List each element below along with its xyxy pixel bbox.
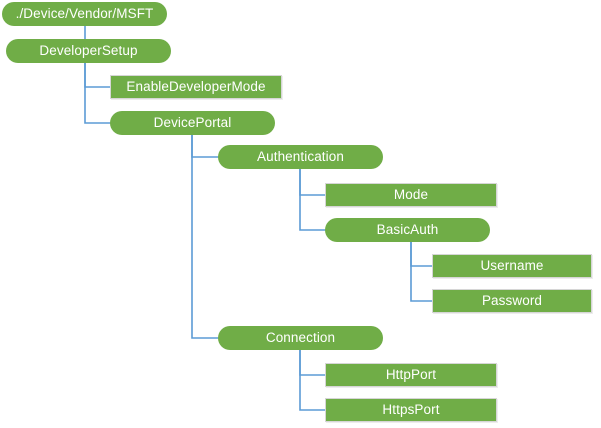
tree-node-label: HttpPort [385, 367, 437, 383]
connector-deviceportal-to-connection [191, 134, 226, 339]
tree-node-label: DevicePortal [153, 115, 232, 131]
connector-developersetup-trunk [84, 62, 111, 88]
tree-node-httpsport[interactable]: HttpsPort [325, 398, 497, 422]
tree-node-label: BasicAuth [376, 222, 439, 238]
connector-authentication-to-mode [299, 168, 326, 196]
tree-node-enabledevelopermode[interactable]: EnableDeveloperMode [110, 75, 282, 99]
tree-node-label: Connection [265, 330, 336, 346]
connector-basicauth-to-password [410, 241, 433, 302]
tree-node-basicauth[interactable]: BasicAuth [325, 218, 490, 242]
tree-node-password[interactable]: Password [432, 289, 592, 313]
tree-node-username[interactable]: Username [432, 254, 592, 278]
tree-node-mode[interactable]: Mode [325, 183, 497, 207]
connector-connection-to-httpport [299, 349, 326, 376]
tree-node-connection[interactable]: Connection [218, 326, 383, 350]
tree-node-authentication[interactable]: Authentication [218, 145, 383, 169]
tree-node-label: EnableDeveloperMode [126, 79, 266, 95]
tree-node-label: Username [480, 258, 544, 274]
connector-connection-to-httpsport [299, 349, 326, 411]
tree-node-label: ./Device/Vendor/MSFT [15, 6, 154, 22]
tree-node-label: Password [481, 293, 543, 309]
tree-node-deviceportal[interactable]: DevicePortal [110, 111, 275, 135]
tree-node-label: Authentication [257, 149, 344, 165]
tree-node-label: DeveloperSetup [39, 43, 138, 59]
connector-basicauth-to-username [410, 241, 433, 267]
tree-node-developersetup[interactable]: DeveloperSetup [6, 39, 171, 63]
tree-node-label: Mode [393, 187, 429, 203]
tree-node-root[interactable]: ./Device/Vendor/MSFT [2, 2, 167, 26]
tree-node-httpport[interactable]: HttpPort [325, 363, 497, 387]
tree-node-label: HttpsPort [382, 402, 440, 418]
